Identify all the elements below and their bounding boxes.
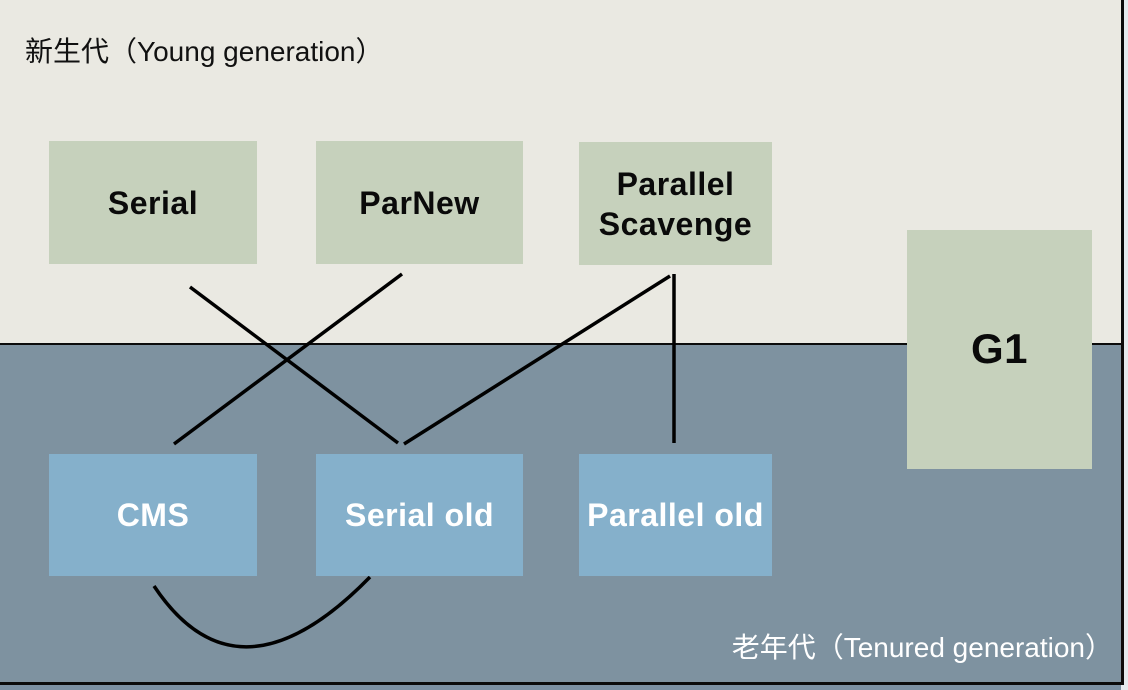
collector-box-parallel-scavenge: Parallel Scavenge xyxy=(579,142,772,265)
young-generation-label: 新生代（Young generation） xyxy=(25,36,384,67)
collector-box-serial: Serial xyxy=(49,141,257,264)
collector-label-cms: CMS xyxy=(116,497,190,533)
collector-label-parallel-scavenge: Parallel Scavenge xyxy=(598,165,753,242)
diagram-right-border xyxy=(1121,0,1124,685)
bottom-edge-strip xyxy=(0,685,1121,690)
collector-box-serial-old: Serial old xyxy=(316,454,523,576)
collector-label-parnew: ParNew xyxy=(359,184,480,221)
collector-label-parallel-old: Parallel old xyxy=(587,497,764,533)
collector-box-parallel-old: Parallel old xyxy=(579,454,772,576)
collector-box-g1: G1 xyxy=(907,230,1092,469)
diagram-bottom-border xyxy=(0,682,1124,685)
collector-box-parnew: ParNew xyxy=(316,141,523,264)
collector-label-serial: Serial xyxy=(107,184,199,221)
tenured-generation-label: 老年代（Tenured generation） xyxy=(731,632,1113,663)
collector-box-cms: CMS xyxy=(49,454,257,576)
right-edge-strip xyxy=(1124,0,1128,690)
collector-label-serial-old: Serial old xyxy=(344,497,495,533)
collector-label-g1: G1 xyxy=(970,325,1029,373)
